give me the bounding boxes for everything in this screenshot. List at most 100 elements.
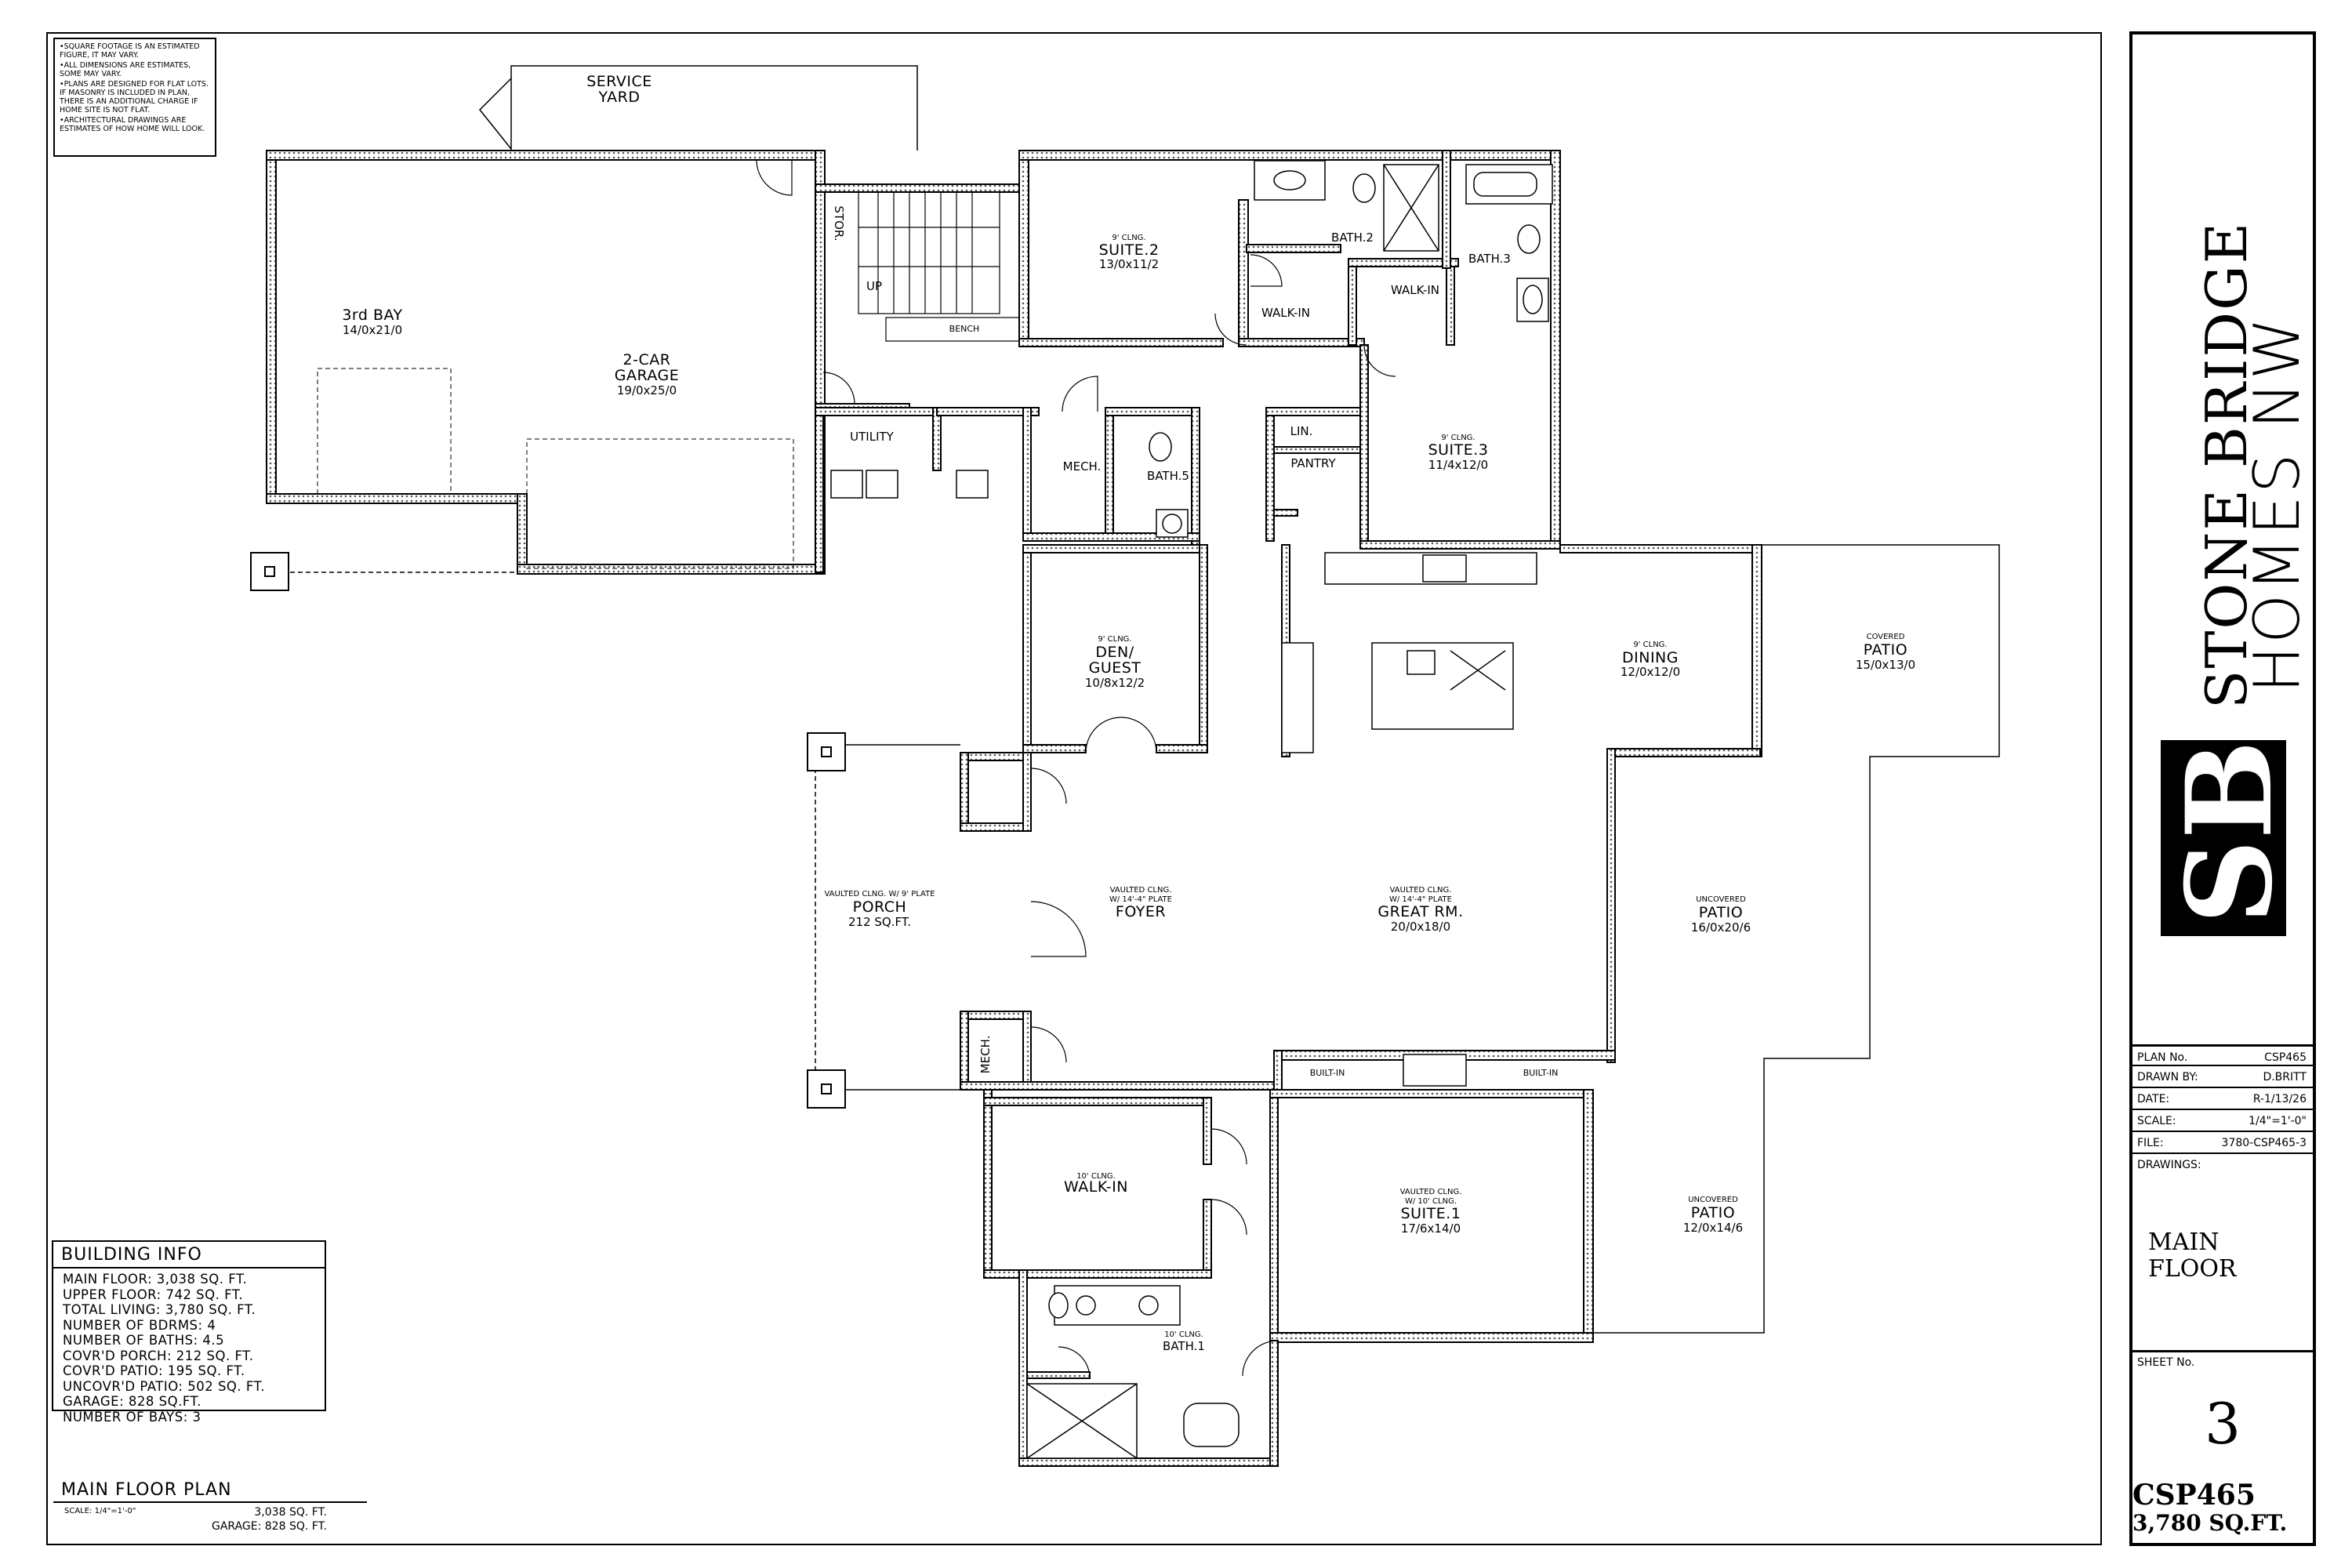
plan-title: MAIN FLOOR PLAN	[61, 1480, 232, 1500]
info-line: NUMBER OF BATHS: 4.5	[63, 1333, 225, 1348]
sheet-number: 3	[2205, 1391, 2241, 1457]
note-item: •ALL DIMENSIONS ARE ESTIMATES, SOME MAY …	[60, 61, 191, 78]
walkin3-label: WALK-IN	[1391, 283, 1439, 297]
brand-panel: STONE BRIDGE HOMES NW SB	[2161, 221, 2313, 936]
plan-area: 3,038 SQ. FT. GARAGE: 828 SQ. FT.	[212, 1505, 327, 1534]
garage-doors	[317, 368, 2000, 757]
drawing-name-1: MAIN	[2148, 1229, 2220, 1256]
great-room-dim: 20/0x18/0	[1391, 920, 1450, 934]
service-yard-label-2: YARD	[598, 89, 641, 106]
den-note: 9' CLNG.	[1098, 635, 1131, 644]
third-bay-dim: 14/0x21/0	[343, 323, 402, 337]
general-notes: •SQUARE FOOTAGE IS AN ESTIMATED FIGURE, …	[53, 38, 216, 157]
den-dim: 10/8x12/2	[1085, 676, 1145, 690]
note-item: •SQUARE FOOTAGE IS AN ESTIMATED FIGURE, …	[60, 42, 200, 60]
doors	[756, 159, 1396, 1379]
foyer-name: FOYER	[1116, 903, 1166, 920]
bath5-label: BATH.5	[1147, 469, 1189, 483]
bath1-note: 10' CLNG.	[1164, 1330, 1203, 1339]
scale-row: SCALE: 1/4"=1'-0"	[2132, 1110, 2313, 1132]
mech2-label: MECH.	[978, 1036, 993, 1074]
divider	[2132, 1350, 2313, 1352]
patio1-note: UNCOVERED	[1696, 895, 1746, 904]
drawn-by-value: D.BRITT	[2263, 1071, 2307, 1083]
note-item: •ARCHITECTURAL DRAWINGS ARE ESTIMATES OF…	[60, 116, 205, 133]
suite2-name: SUITE.2	[1099, 241, 1160, 259]
patio1-dim: 16/0x20/6	[1691, 920, 1751, 935]
porch-note: VAULTED CLNG. W/ 9' PLATE	[824, 890, 935, 898]
brand-logo: SB	[2161, 740, 2299, 936]
walkin2-label: WALK-IN	[1261, 306, 1310, 320]
dining-note: 9' CLNG.	[1633, 641, 1667, 649]
bath3-label: BATH.3	[1468, 252, 1511, 266]
room-labels: SERVICE YARD 3rd BAY 14/0x21/0 2-CAR GAR…	[342, 73, 1915, 1353]
patio2-name: PATIO	[1691, 1204, 1735, 1221]
brand-line-1: STONE BRIDGE	[2194, 221, 2259, 709]
covered-patio-name: PATIO	[1864, 641, 1907, 659]
builtin1-label: BUILT-IN	[1310, 1068, 1345, 1078]
suite1-dim: 17/6x14/0	[1401, 1221, 1461, 1236]
suite3-name: SUITE.3	[1428, 441, 1489, 459]
suite3-dim: 11/4x12/0	[1428, 458, 1488, 472]
date-value: R-1/13/26	[2252, 1093, 2307, 1105]
date-label: DATE:	[2137, 1093, 2170, 1105]
porch-dim: 212 SQ.FT.	[848, 915, 911, 929]
file-row: FILE: 3780-CSP465-3	[2132, 1132, 2313, 1154]
pantry-label: PANTRY	[1290, 456, 1336, 470]
scale-label: SCALE:	[2137, 1115, 2176, 1127]
covered-patio-dim: 15/0x13/0	[1856, 658, 1915, 672]
dining-dim: 12/0x12/0	[1621, 665, 1680, 679]
plan-no-label: PLAN No.	[2137, 1051, 2188, 1064]
plan-sqft: 3,780 SQ.FT.	[2132, 1510, 2288, 1536]
up-label: UP	[866, 279, 882, 293]
info-line: GARAGE: 828 SQ.FT.	[63, 1394, 201, 1409]
staircase	[858, 191, 1020, 342]
columns	[250, 552, 846, 1109]
scale-value: 1/4"=1'-0"	[2249, 1115, 2307, 1127]
den-name: DEN/	[1095, 644, 1134, 661]
info-line: UNCOVR'D PATIO: 502 SQ. FT.	[63, 1378, 265, 1394]
plan-code: CSP465	[2132, 1479, 2256, 1512]
plan-no-row: PLAN No. CSP465	[2132, 1044, 2313, 1066]
patio2-note: UNCOVERED	[1688, 1196, 1738, 1204]
building-info-list: MAIN FLOOR: 3,038 SQ. FT. UPPER FLOOR: 7…	[63, 1272, 265, 1425]
fixtures	[830, 160, 1553, 1459]
dining-name: DINING	[1622, 649, 1679, 666]
stor-label: STOR.	[832, 205, 846, 241]
sheet-label: SHEET No.	[2137, 1356, 2195, 1369]
suite2-note: 9' CLNG.	[1112, 234, 1145, 242]
den-name-2: GUEST	[1089, 659, 1142, 677]
foyer-note: VAULTED CLNG.	[1110, 886, 1172, 895]
bath1-name: BATH.1	[1163, 1339, 1205, 1353]
file-label: FILE:	[2137, 1137, 2164, 1149]
plan-scale: SCALE: 1/4"=1'-0"	[64, 1507, 136, 1515]
logo-letters: SB	[2161, 740, 2299, 924]
builtin2-label: BUILT-IN	[1523, 1068, 1559, 1078]
plan-area-main: 3,038 SQ. FT.	[254, 1506, 327, 1519]
third-bay-name: 3rd BAY	[342, 307, 402, 324]
bench-label: BENCH	[949, 324, 980, 334]
file-value: 3780-CSP465-3	[2221, 1137, 2307, 1149]
bath2-label: BATH.2	[1331, 230, 1374, 245]
plan-area-garage: GARAGE: 828 SQ. FT.	[212, 1520, 327, 1533]
patio1-name: PATIO	[1699, 904, 1743, 921]
covered-patio-note: COVERED	[1867, 633, 1905, 641]
mech1-label: MECH.	[1063, 459, 1102, 474]
foyer-note-2: W/ 14'-4" PLATE	[1109, 895, 1172, 904]
utility-label: UTILITY	[850, 430, 895, 444]
great-room-name: GREAT RM.	[1377, 903, 1463, 920]
walkin1-name: WALK-IN	[1064, 1178, 1128, 1196]
suite1-note: VAULTED CLNG.	[1400, 1188, 1462, 1196]
suite1-note-2: W/ 10' CLNG.	[1405, 1197, 1457, 1206]
info-line: UPPER FLOOR: 742 SQ. FT.	[63, 1287, 244, 1302]
brand-line-2: HOMES NW	[2241, 315, 2313, 693]
info-line: MAIN FLOOR: 3,038 SQ. FT.	[63, 1272, 248, 1287]
garage-dim: 19/0x25/0	[617, 383, 677, 397]
info-line: COVR'D PATIO: 195 SQ. FT.	[63, 1363, 245, 1378]
lin-label: LIN.	[1290, 424, 1313, 438]
suite3-note: 9' CLNG.	[1441, 434, 1475, 442]
great-room-note-2: W/ 14'-4" PLATE	[1389, 895, 1452, 904]
info-line: NUMBER OF BDRMS: 4	[63, 1317, 216, 1333]
sheet-border	[46, 32, 2102, 1545]
